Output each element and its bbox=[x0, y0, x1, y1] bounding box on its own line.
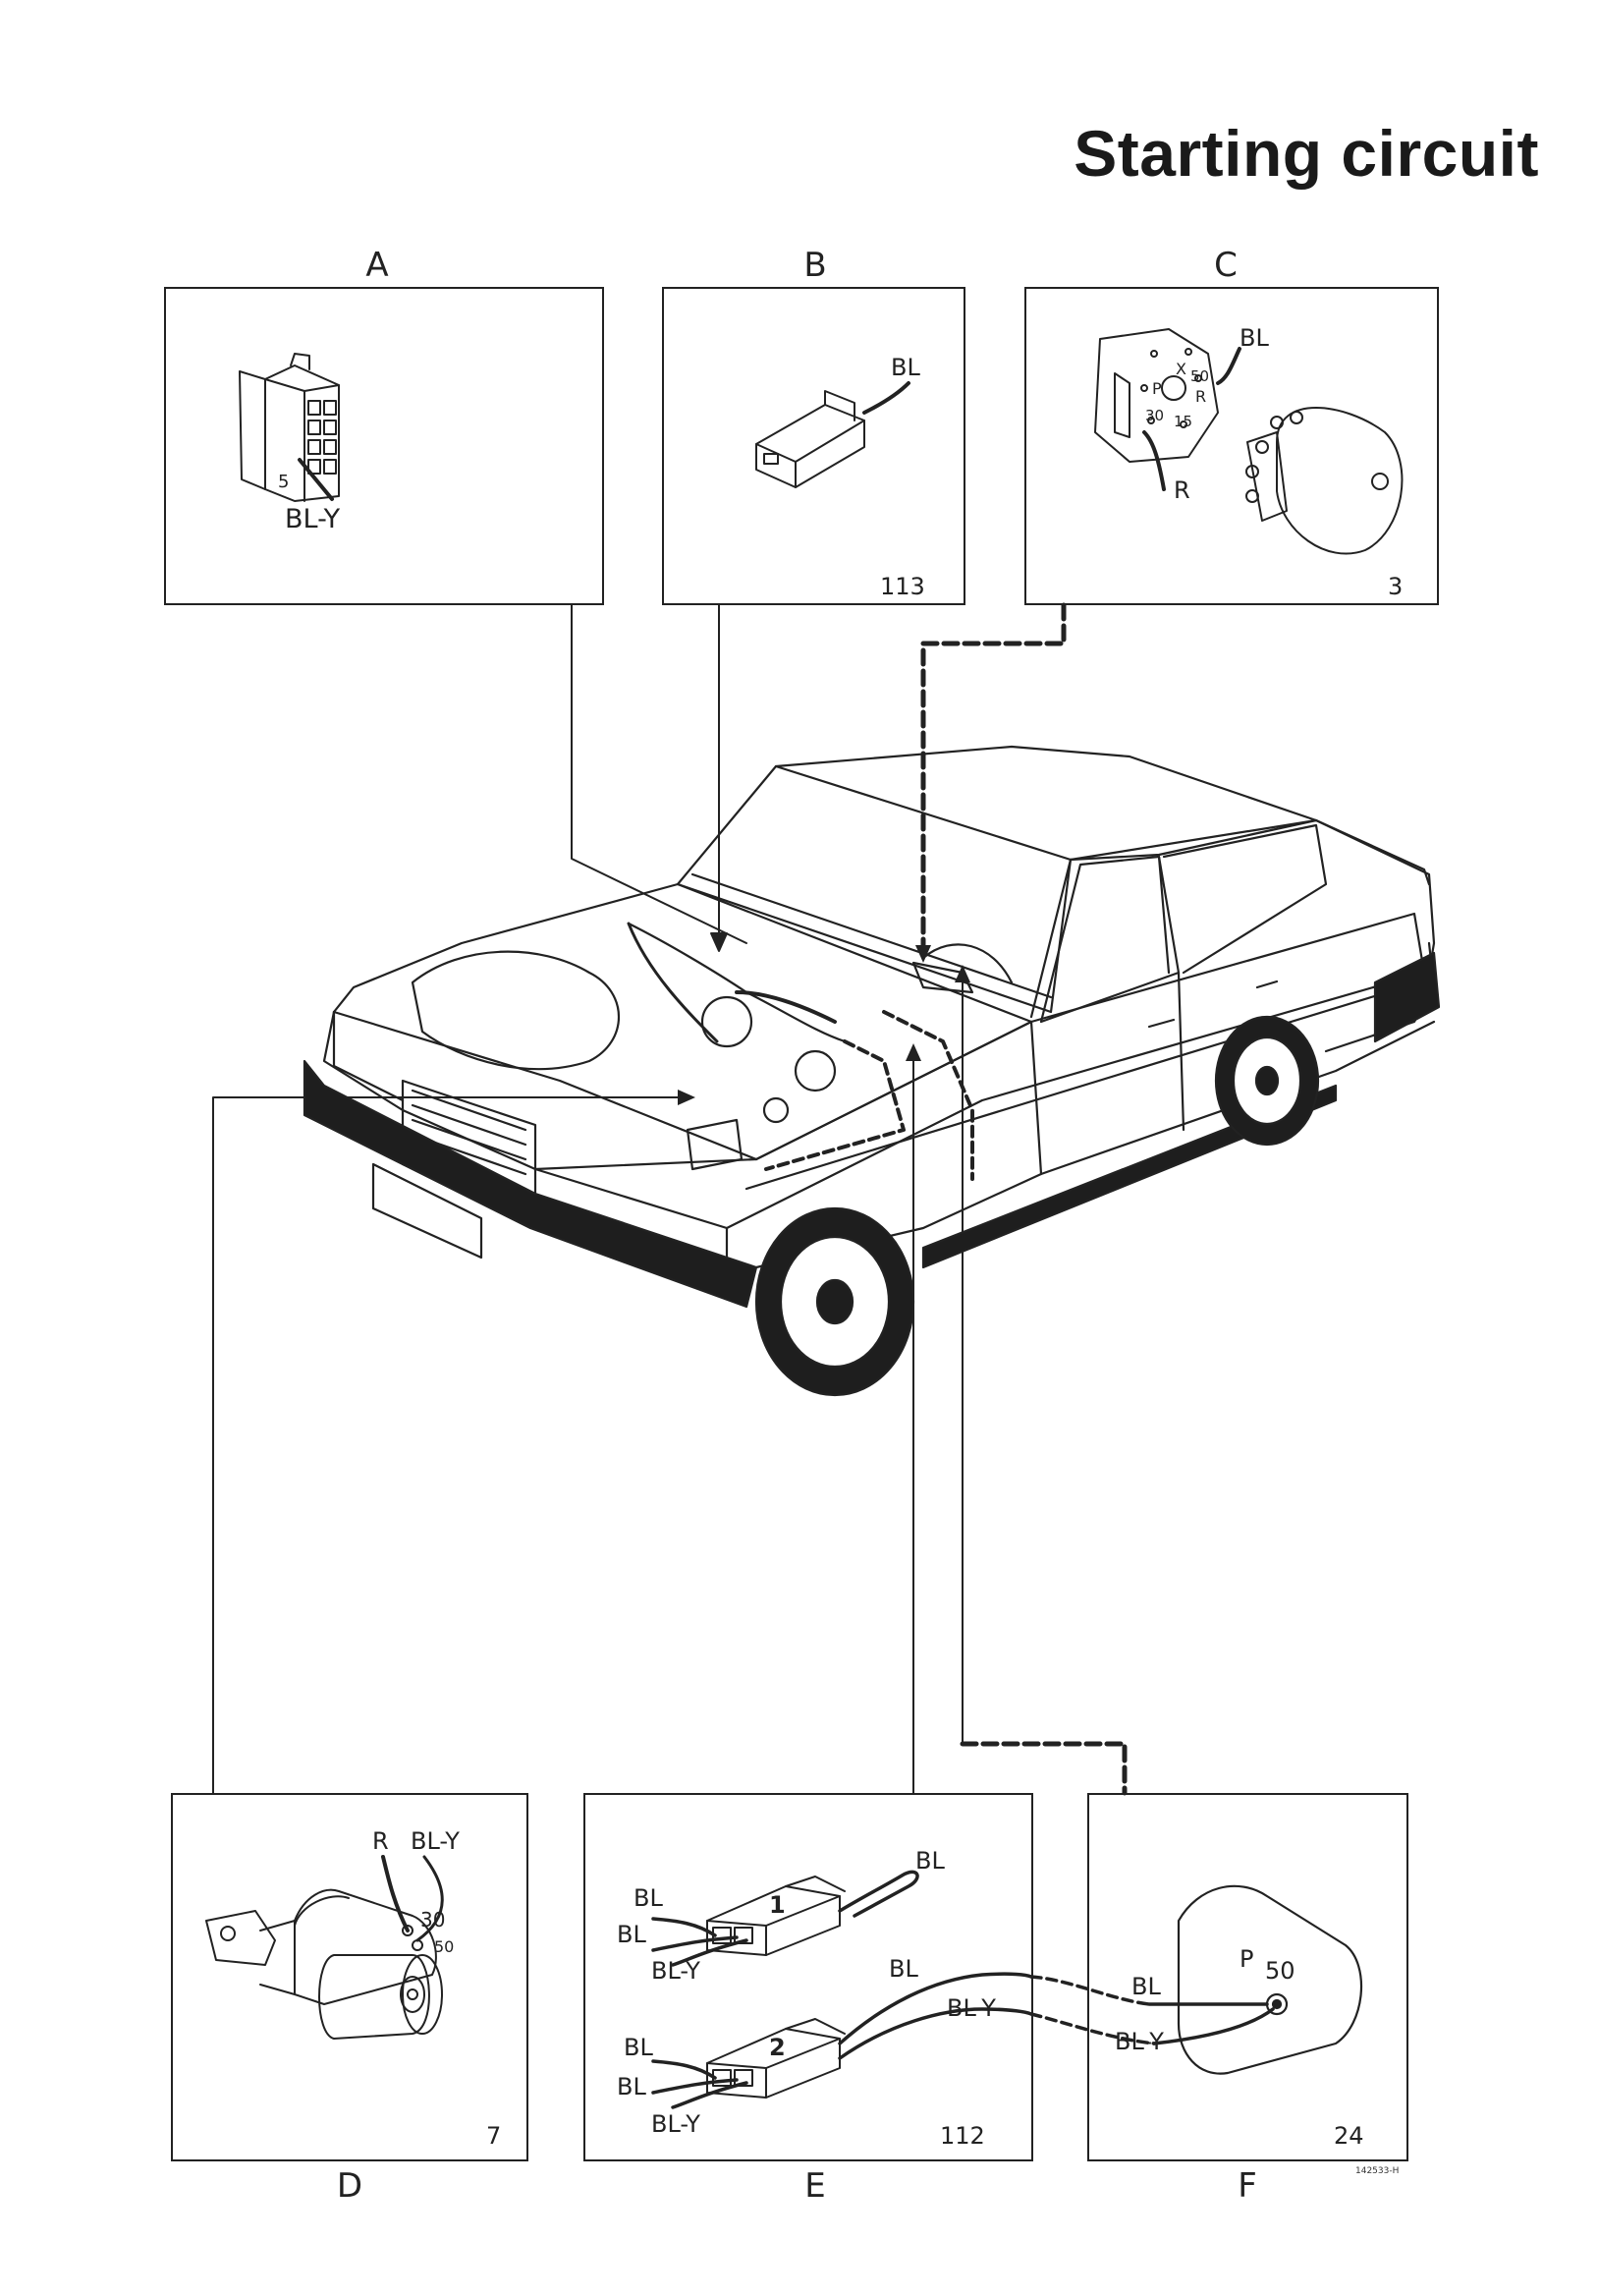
panel-d-terminal-50: 50 bbox=[434, 1937, 455, 1956]
panel-c-terminal-x: X bbox=[1176, 360, 1186, 378]
leader-b bbox=[710, 604, 728, 952]
panel-b-number: 113 bbox=[880, 573, 925, 600]
panel-f-p-label: P bbox=[1240, 1945, 1254, 1973]
reference-code: 142533-H bbox=[1355, 2166, 1400, 2176]
panel-f-50-label: 50 bbox=[1265, 1957, 1295, 1985]
leader-f bbox=[960, 1741, 1128, 1796]
leader-d bbox=[212, 1096, 689, 1794]
panel-e-c2-wire1: BL bbox=[624, 2034, 653, 2061]
panel-a-wire-label: BL-Y bbox=[285, 504, 341, 534]
panel-e-c1-wire1: BL bbox=[634, 1884, 663, 1912]
leader-c bbox=[920, 602, 1067, 961]
panel-c-number: 3 bbox=[1388, 573, 1404, 600]
panel-e-number: 112 bbox=[940, 2122, 985, 2150]
panel-d-wire-bly-label: BL-Y bbox=[411, 1827, 460, 1855]
panel-c-letter: C bbox=[1214, 246, 1238, 285]
panel-c-wire-bl-label: BL bbox=[1240, 324, 1269, 352]
wire-c-r bbox=[1142, 430, 1166, 491]
wire-c-bl bbox=[1216, 347, 1241, 385]
panel-f bbox=[1087, 1793, 1408, 2161]
starter-motor-icon bbox=[205, 1888, 443, 2040]
leader-a bbox=[571, 604, 747, 944]
connector-b-icon bbox=[755, 390, 865, 488]
panel-d-terminal-30: 30 bbox=[420, 1908, 446, 1932]
wires-e-f-dashed bbox=[1029, 1975, 1156, 2045]
panel-c-terminal-30: 30 bbox=[1145, 407, 1165, 424]
page-title: Starting circuit bbox=[1074, 117, 1539, 190]
connector-e1-icon bbox=[706, 1876, 846, 1956]
panel-e-c1-id: 1 bbox=[769, 1891, 786, 1919]
panel-e-c1-loop-wire: BL bbox=[915, 1847, 945, 1875]
wire-a bbox=[298, 458, 334, 501]
wire-d-bly bbox=[415, 1855, 444, 1942]
panel-c-terminal-15: 15 bbox=[1174, 413, 1193, 430]
panel-b-letter: B bbox=[803, 246, 827, 285]
panel-c-terminal-r: R bbox=[1195, 387, 1207, 406]
wire-b bbox=[862, 381, 910, 415]
panel-d bbox=[171, 1793, 528, 2161]
connector-e2-icon bbox=[706, 2018, 846, 2099]
panel-f-wire-bl: BL bbox=[1131, 1973, 1161, 2000]
panel-f-number: 24 bbox=[1334, 2122, 1364, 2150]
car-illustration bbox=[303, 745, 1441, 1397]
panel-e-c2-id: 2 bbox=[769, 2034, 786, 2061]
panel-c-terminal-p: P bbox=[1152, 379, 1162, 398]
ignition-switch-icon bbox=[1094, 328, 1219, 463]
panel-e-out-wire-bly: BL-Y bbox=[947, 1994, 996, 2022]
panel-e-c2-wire3: BL-Y bbox=[651, 2110, 700, 2138]
panel-c bbox=[1024, 287, 1439, 605]
panel-a-letter: A bbox=[365, 246, 389, 285]
panel-e-letter: E bbox=[804, 2166, 826, 2206]
panel-e-c2-wire2: BL bbox=[617, 2073, 646, 2100]
wires-f bbox=[1147, 2002, 1275, 2045]
panel-c-wire-r-label: R bbox=[1174, 476, 1190, 504]
wire-d-r bbox=[381, 1855, 410, 1932]
panel-f-wire-bly: BL-Y bbox=[1115, 2028, 1164, 2055]
ignition-lock-icon bbox=[1245, 407, 1404, 555]
panel-a bbox=[164, 287, 604, 605]
panel-d-letter: D bbox=[336, 2166, 363, 2206]
panel-e-out-wire-bl: BL bbox=[889, 1955, 918, 1983]
wires-e1 bbox=[651, 1870, 919, 1967]
panel-d-number: 7 bbox=[486, 2122, 502, 2150]
panel-c-terminal-50: 50 bbox=[1190, 367, 1210, 385]
panel-f-letter: F bbox=[1238, 2166, 1257, 2206]
wires-e2 bbox=[651, 1972, 1033, 2109]
panel-e-c1-wire3: BL-Y bbox=[651, 1957, 700, 1985]
panel-a-pin-label: 5 bbox=[278, 472, 290, 492]
panel-b-wire-label: BL bbox=[891, 354, 920, 381]
panel-e-c1-wire2: BL bbox=[617, 1921, 646, 1948]
connector-a-icon bbox=[239, 353, 340, 502]
panel-d-wire-r-label: R bbox=[372, 1827, 389, 1855]
panel-b bbox=[662, 287, 965, 605]
